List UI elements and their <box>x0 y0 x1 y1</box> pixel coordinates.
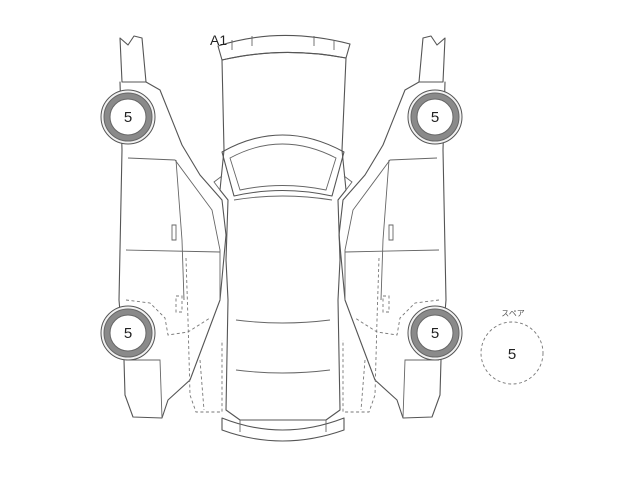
damage-mark-roof-front: A1 <box>210 32 227 48</box>
top-view <box>213 34 353 442</box>
tire-right-front-value: 5 <box>431 109 439 126</box>
tire-left-rear: 5 <box>100 305 156 361</box>
tire-right-rear-value: 5 <box>431 325 439 342</box>
tire-left-rear-value: 5 <box>124 325 132 342</box>
tire-left-front-value: 5 <box>124 109 132 126</box>
tire-right-front: 5 <box>407 89 463 145</box>
spare-tire-value: 5 <box>508 346 516 363</box>
tire-left-front: 5 <box>100 89 156 145</box>
tire-right-rear: 5 <box>407 305 463 361</box>
spare-tire-label: スペア <box>501 309 524 318</box>
spare-tire: スペア 5 <box>480 309 544 385</box>
